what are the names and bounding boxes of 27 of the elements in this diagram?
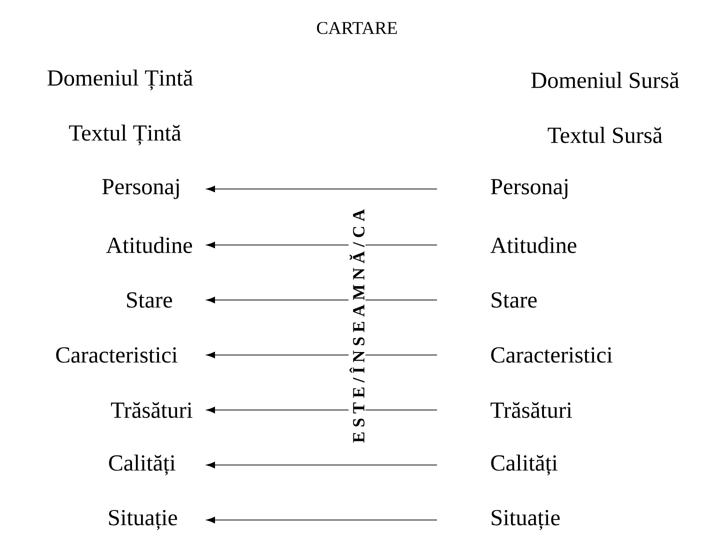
term-label: Personaj — [490, 178, 568, 200]
term-label: Situație — [492, 510, 560, 530]
term-label: Calități — [109, 454, 176, 476]
term-label: Atitudine — [106, 236, 192, 254]
term-label: Trăsături — [111, 402, 192, 418]
term-label: Trăsături — [490, 402, 572, 418]
heading-text: Textul Țintă — [69, 124, 182, 146]
arrow — [206, 462, 438, 468]
heading-text: Textul Sursă — [548, 126, 662, 144]
term-label: Stare — [492, 292, 537, 308]
term-label: Situație — [109, 510, 178, 530]
term-label: Stare — [127, 292, 172, 308]
vertical-text: E S T E / Î N S E A M N Ă / C A — [348, 208, 366, 444]
term-label: Personaj — [102, 178, 179, 200]
arrow — [206, 406, 438, 414]
term-label: Calități — [491, 454, 558, 476]
term-label: Caracteristici — [491, 347, 612, 363]
arrow — [206, 186, 438, 192]
arrow — [206, 516, 438, 524]
arrow — [206, 242, 438, 248]
arrow — [206, 296, 438, 304]
arrow — [206, 352, 438, 358]
title: CARTARE — [317, 22, 397, 34]
heading-text: Domeniul Sursă — [531, 72, 680, 88]
term-label: Caracteristici — [56, 347, 178, 363]
heading-text: Domeniul Țintă — [48, 70, 193, 90]
term-label: Atitudine — [490, 236, 576, 254]
